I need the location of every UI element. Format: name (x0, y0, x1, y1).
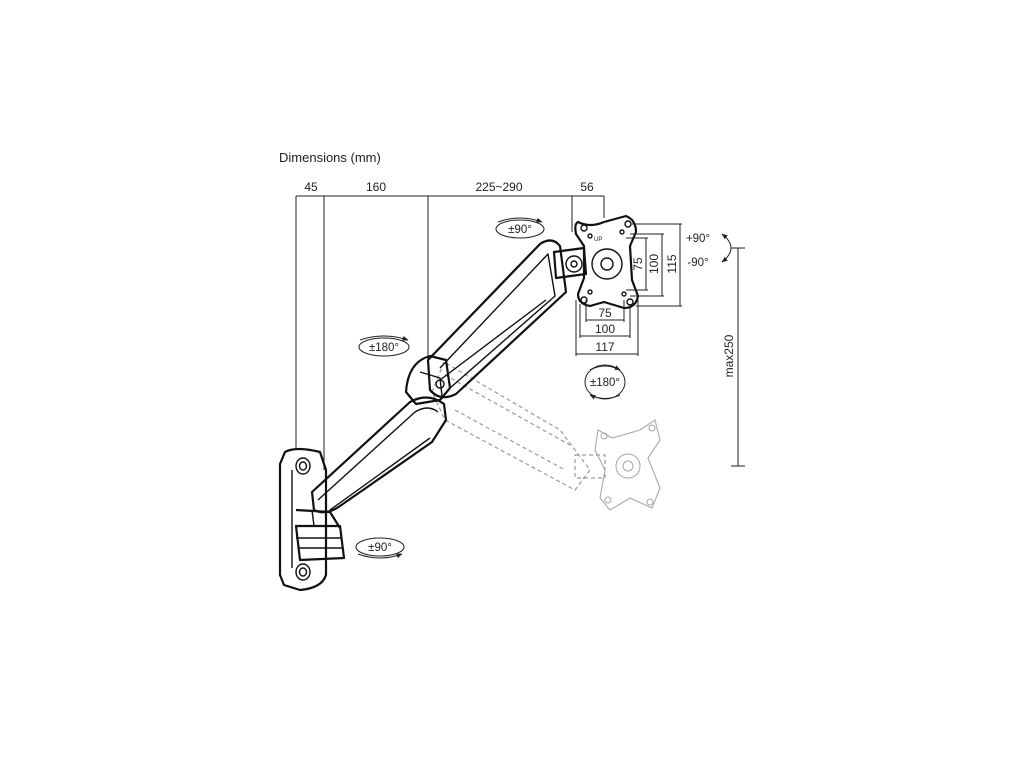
tilt-up-label: +90° (686, 233, 710, 245)
tilt-down-label: -90° (687, 257, 708, 269)
head-joint (552, 246, 588, 280)
vesa-h100-label: 100 (595, 322, 615, 336)
rotation-badge-arm (358, 335, 410, 357)
dim-label-160: 160 (366, 180, 386, 194)
rotation-label-head: ±90° (508, 224, 532, 236)
vesa-vertical-dims (626, 223, 682, 307)
rotation-label-arm: ±180° (369, 342, 399, 354)
dim-label-56: 56 (580, 180, 594, 194)
vesa-v115-label: 115 (665, 254, 679, 273)
elbow-joint (404, 354, 452, 406)
vesa-v100-label: 100 (647, 254, 661, 274)
vesa-h75-label: 75 (598, 306, 612, 320)
height-range-line (731, 247, 745, 467)
vesa-h117-label: 117 (595, 340, 614, 354)
ghost-arm-position (431, 361, 661, 511)
vesa-plate (574, 214, 640, 310)
rotation-badge-wall (355, 537, 405, 559)
wall-swivel-joint (294, 508, 346, 562)
upper-arm (426, 239, 568, 399)
dim-label-225-290: 225~290 (475, 180, 522, 194)
height-range-label: max250 (722, 334, 736, 377)
vesa-v75-label: 75 (631, 257, 645, 271)
up-marker: UP (594, 237, 602, 243)
rotation-badge-head (495, 217, 545, 239)
tilt-arrow (721, 233, 732, 263)
dim-label-45: 45 (304, 180, 318, 194)
rotation-label-plate: ±180° (590, 377, 620, 389)
top-dimension-line (295, 195, 605, 470)
wall-plate (278, 447, 328, 592)
diagram-title: Dimensions (mm) (279, 150, 381, 165)
vesa-horizontal-dims (575, 300, 639, 356)
rotation-label-wall: ±90° (368, 542, 392, 554)
rotation-badge-plate (584, 364, 626, 400)
lower-arm (310, 396, 448, 527)
